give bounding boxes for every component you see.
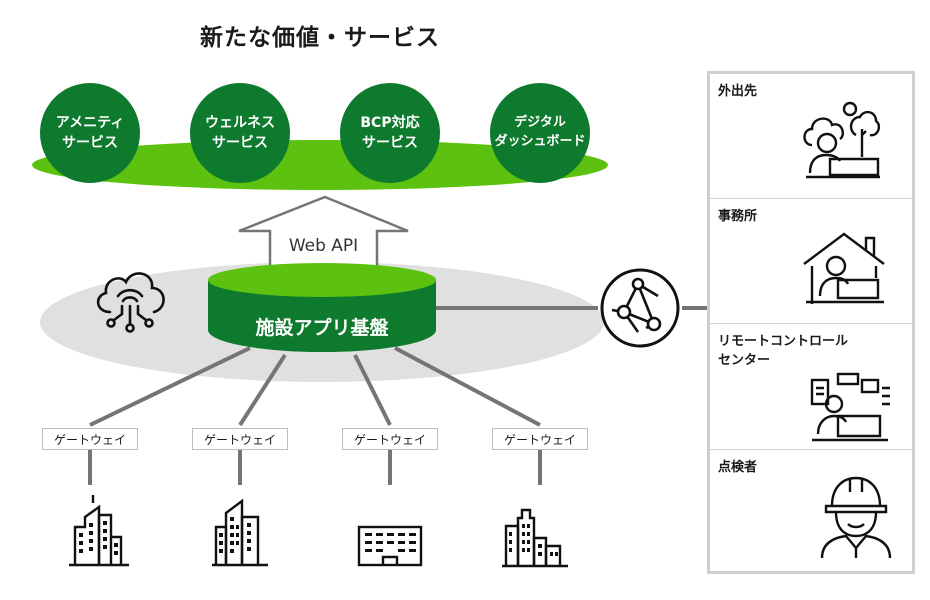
- cloud-iot-icon: [96, 272, 165, 333]
- location-inspector: 点検者: [710, 450, 912, 571]
- location-label: 外出先: [718, 84, 758, 99]
- web-api-label: Web API: [288, 236, 359, 256]
- services-ellipse: [32, 140, 608, 190]
- location-office: 事務所: [710, 199, 912, 324]
- service-bcp: BCP対応 サービス: [340, 83, 440, 183]
- service-dashboard: デジタル ダッシュボード: [490, 83, 590, 183]
- location-label: 事務所: [718, 209, 758, 224]
- gateway-label: ゲートウェイ: [342, 428, 438, 450]
- building-icon: [212, 498, 268, 567]
- location-outdoor: 外出先: [710, 74, 912, 199]
- network-globe-icon: [600, 268, 680, 348]
- service-wellness: ウェルネス サービス: [190, 83, 290, 183]
- worker-helmet-icon: [820, 476, 892, 559]
- gateway-label: ゲートウェイ: [492, 428, 588, 450]
- building-icon: [502, 508, 568, 568]
- platform-cylinder: [208, 263, 436, 352]
- building-icon: [357, 525, 423, 567]
- gateway-label: ゲートウェイ: [192, 428, 288, 450]
- platform-label: 施設アプリ基盤: [255, 317, 389, 339]
- gateway-connectors: [88, 346, 542, 485]
- person-laptop-outdoor-icon: [803, 101, 881, 179]
- location-control-center: リモートコントロール センター: [710, 324, 912, 450]
- service-amenity: アメニティ サービス: [40, 83, 140, 183]
- location-label: リモートコントロール センター: [718, 334, 849, 368]
- user-location-panel: 外出先 事務所: [707, 71, 915, 574]
- person-laptop-control-center-icon: [810, 372, 890, 442]
- gateway-label: ゲートウェイ: [42, 428, 138, 450]
- building-icon: [69, 495, 129, 567]
- location-label: 点検者: [718, 460, 758, 475]
- person-laptop-house-icon: [803, 232, 885, 304]
- diagram-title: 新たな価値・サービス: [200, 25, 440, 51]
